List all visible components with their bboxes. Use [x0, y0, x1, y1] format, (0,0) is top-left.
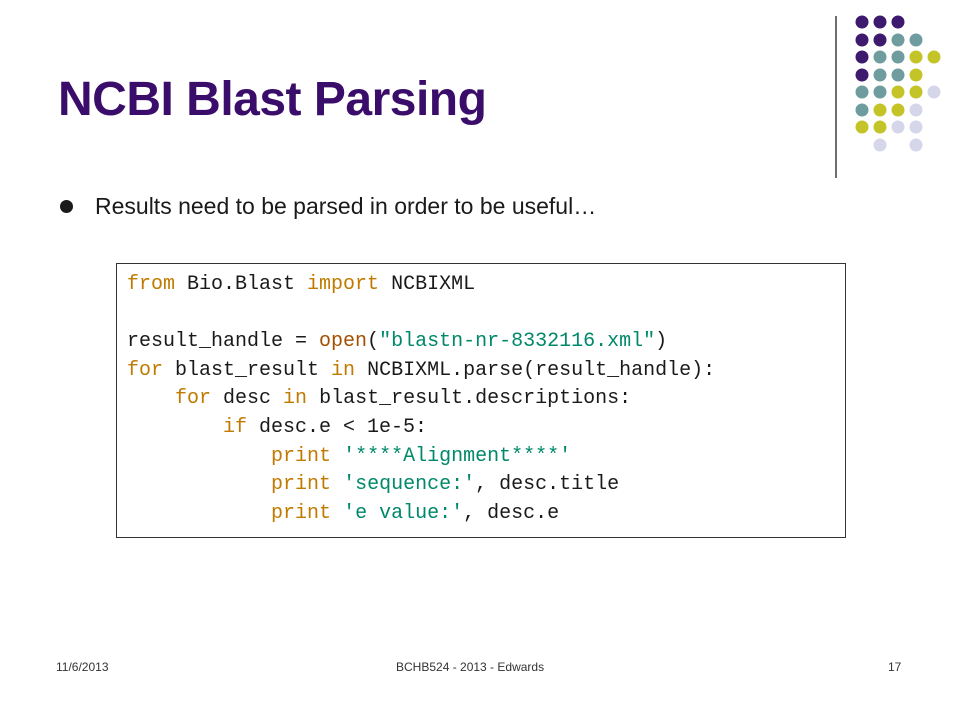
code-line-blank — [127, 300, 845, 329]
bullet-icon — [60, 199, 73, 213]
decorative-dot — [909, 50, 923, 64]
decorative-dot — [927, 85, 941, 99]
code-text: desc.e < 1e-5: — [247, 415, 428, 439]
code-keyword: in — [331, 358, 356, 382]
code-line-4: for blast_result in NCBIXML.parse(result… — [127, 357, 845, 386]
code-text — [331, 445, 343, 468]
code-block: from Bio.Blast import NCBIXML result_han… — [116, 263, 846, 538]
code-text: NCBIXML.parse(result_handle): — [355, 358, 716, 382]
code-string: 'e value:' — [343, 501, 464, 525]
vertical-divider — [835, 16, 837, 178]
code-keyword: print — [271, 501, 332, 525]
code-keyword: print — [271, 444, 332, 468]
code-line-7: print '****Alignment****' — [127, 443, 845, 472]
code-keyword: in — [283, 387, 308, 411]
slide-title: NCBI Blast Parsing — [58, 73, 487, 126]
decorative-dot — [927, 50, 941, 64]
code-text: ( — [367, 330, 380, 354]
footer-date: 11/6/2013 — [56, 660, 109, 674]
code-string: '****Alignment****' — [343, 444, 572, 468]
code-line-5: for desc in blast_result.descriptions: — [127, 385, 845, 414]
decorative-dot — [891, 50, 905, 64]
decorative-dot — [855, 85, 869, 99]
decorative-dot — [873, 138, 887, 152]
code-string: 'sequence:' — [343, 473, 476, 497]
code-keyword: import — [307, 273, 380, 296]
code-text: result_handle = — [127, 330, 320, 354]
decorative-dot — [855, 68, 869, 82]
decorative-dot-grid — [855, 15, 941, 152]
code-indent — [127, 473, 271, 496]
code-builtin: open — [319, 330, 368, 354]
decorative-dot — [909, 33, 923, 47]
code-indent — [127, 445, 271, 468]
code-text: , desc.title — [475, 473, 620, 497]
decorative-dot — [855, 120, 869, 134]
decorative-dot — [909, 120, 923, 134]
code-string: "blastn-nr-8332116.xml" — [379, 330, 656, 354]
decorative-dot — [909, 138, 923, 152]
decorative-dot — [891, 15, 905, 29]
code-text: ) — [655, 330, 668, 354]
decorative-dot — [891, 120, 905, 134]
code-keyword: for — [127, 358, 164, 382]
code-text: blast_result — [163, 358, 332, 382]
decorative-dot — [855, 15, 869, 29]
code-line-9: print 'e value:', desc.e — [127, 500, 845, 529]
code-text: desc — [211, 387, 284, 411]
decorative-dot — [873, 50, 887, 64]
code-keyword: print — [271, 473, 332, 497]
code-keyword: from — [127, 273, 176, 296]
code-line-3: result_handle = open("blastn-nr-8332116.… — [127, 328, 845, 357]
footer-course: BCHB524 - 2013 - Edwards — [396, 660, 545, 674]
code-text — [331, 502, 343, 525]
decorative-dot — [855, 33, 869, 47]
decorative-dot — [855, 103, 869, 117]
decorative-dot — [873, 120, 887, 134]
decorative-dot — [891, 103, 905, 117]
decorative-dot — [891, 85, 905, 99]
code-text: blast_result.descriptions: — [307, 387, 632, 411]
code-text: , desc.e — [463, 501, 560, 525]
decorative-dot — [855, 50, 869, 64]
decorative-dot — [891, 68, 905, 82]
decorative-dot — [873, 15, 887, 29]
code-indent — [127, 387, 175, 410]
decorative-dot — [873, 68, 887, 82]
code-indent — [127, 416, 223, 439]
code-line-1: from Bio.Blast import NCBIXML — [127, 271, 845, 300]
code-keyword: for — [175, 387, 212, 411]
code-text: Bio.Blast — [175, 273, 308, 296]
decorative-dot — [909, 85, 923, 99]
decorative-dot — [873, 103, 887, 117]
decorative-dot — [873, 33, 887, 47]
bullet-text: Results need to be parsed in order to be… — [95, 193, 597, 219]
code-line-8: print 'sequence:', desc.title — [127, 471, 845, 500]
decorative-dot — [891, 33, 905, 47]
code-text: NCBIXML — [379, 273, 476, 296]
decorative-dot — [909, 103, 923, 117]
code-keyword: if — [223, 415, 248, 439]
code-indent — [127, 502, 271, 525]
footer-page-number: 17 — [888, 660, 902, 674]
bullet-item: Results need to be parsed in order to be… — [60, 192, 596, 220]
decorative-dot — [873, 85, 887, 99]
code-line-6: if desc.e < 1e-5: — [127, 414, 845, 443]
code-text — [331, 473, 343, 496]
decorative-dot — [909, 68, 923, 82]
